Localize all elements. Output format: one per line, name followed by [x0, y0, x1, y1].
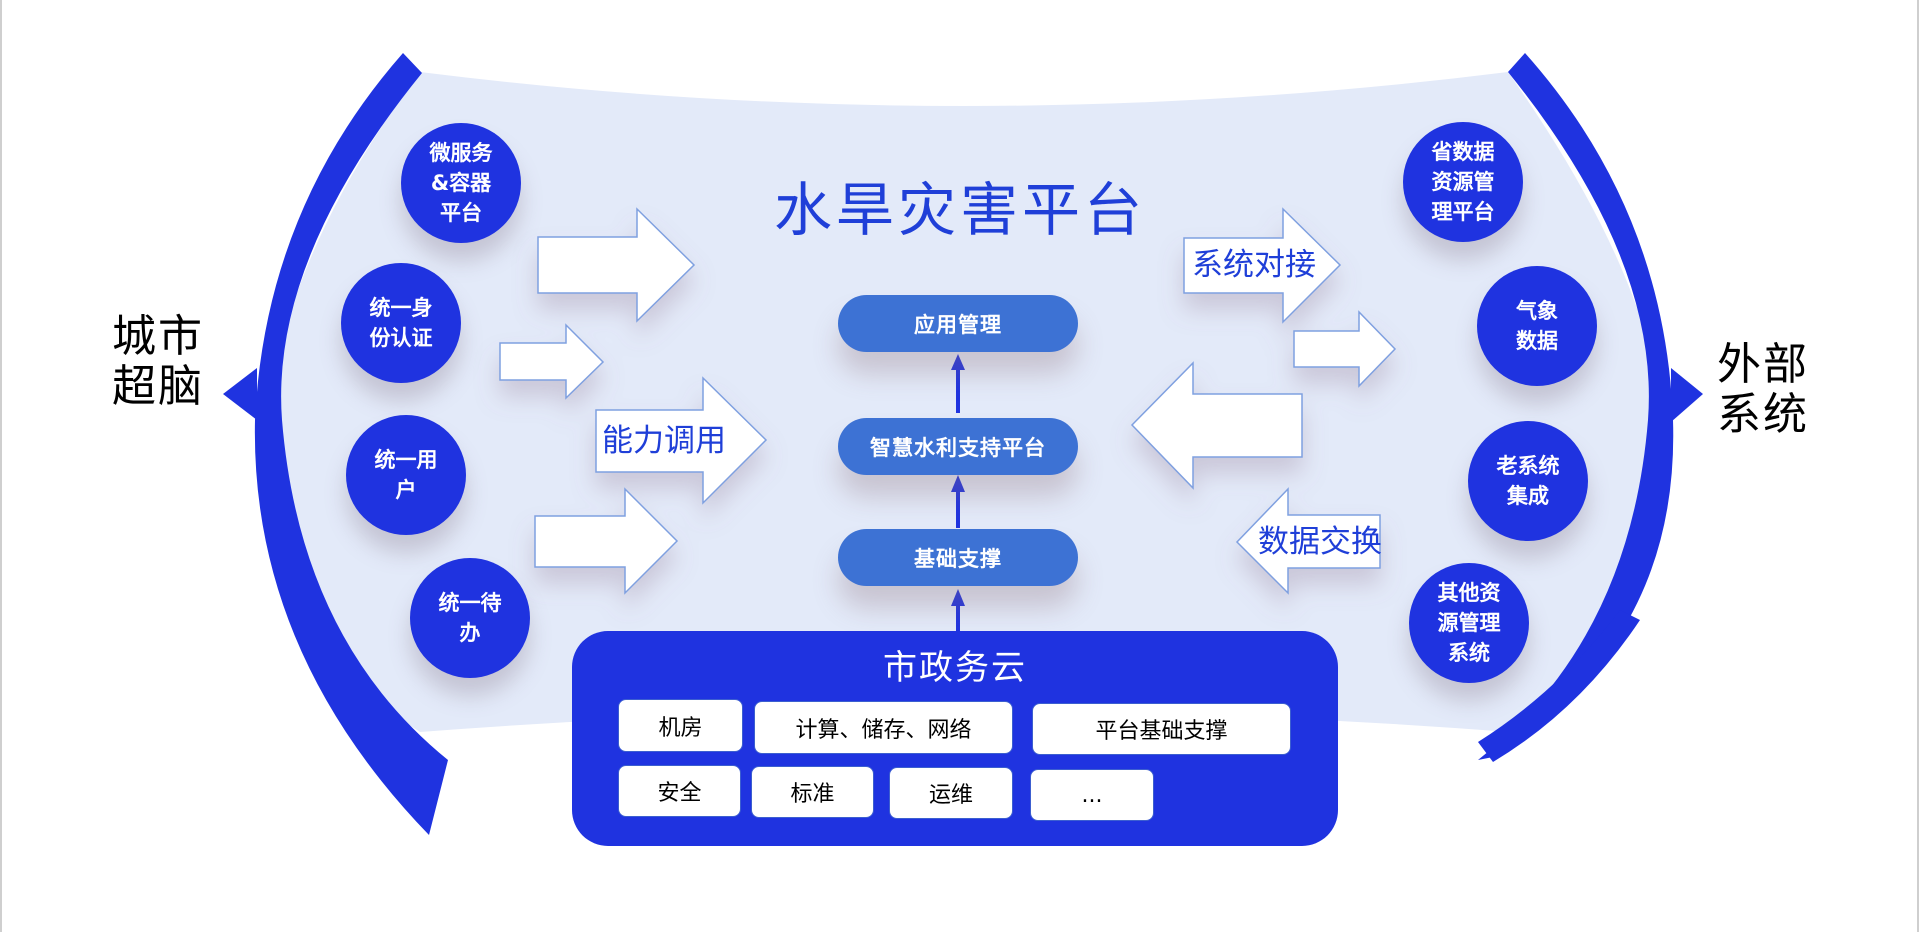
cell-server-room[interactable]: 机房	[618, 699, 743, 752]
node-legacy-integration[interactable]: 老系统 集成	[1468, 421, 1588, 541]
page-title: 水旱灾害平台	[773, 176, 1146, 244]
node-microservice-container[interactable]: 微服务 &容器 平台	[401, 123, 521, 243]
node-label: 统一用 户	[374, 448, 438, 502]
right-bracket-arc-tail	[1478, 610, 1640, 762]
stack-connectors	[951, 354, 965, 632]
pill-basic-support[interactable]: 基础支撑	[838, 529, 1078, 586]
gov-cloud-title: 市政务云	[883, 648, 1027, 688]
arrow-right-small	[1293, 310, 1397, 388]
node-unified-user[interactable]: 统一用 户	[346, 415, 466, 535]
node-unified-todo[interactable]: 统一待 办	[410, 558, 530, 678]
arrow-right-4	[534, 487, 679, 595]
label-capability-call: 能力调用	[600, 421, 728, 461]
node-label: 气象 数据	[1516, 299, 1558, 353]
node-provincial-data-platform[interactable]: 省数据 资源管 理平台	[1403, 122, 1523, 242]
connector-head-2	[951, 475, 965, 492]
connector-head-1	[951, 354, 965, 370]
node-label: 统一身 份认证	[369, 296, 433, 350]
arrow-right-2	[499, 323, 605, 400]
connector-head-3	[951, 589, 965, 606]
cell-security[interactable]: 安全	[618, 765, 741, 817]
arrow-data-exchange	[1235, 487, 1381, 595]
cell-more[interactable]: ...	[1030, 769, 1154, 821]
cell-platform-infrastructure[interactable]: 平台基础支撑	[1032, 703, 1291, 755]
label-data-exchange: 数据交换	[1258, 524, 1382, 560]
left-label-city-brain: 城市 超脑	[112, 311, 204, 412]
node-weather-data[interactable]: 气象 数据	[1477, 266, 1597, 386]
pill-smart-water-platform[interactable]: 智慧水利支持平台	[838, 418, 1078, 475]
node-label: 其他资 源管理 系统	[1437, 581, 1501, 665]
node-label: 老系统 集成	[1496, 454, 1560, 508]
left-bracket-notch	[223, 368, 257, 420]
node-label: 微服务 &容器 平台	[429, 141, 493, 225]
pill-label: 应用管理	[914, 312, 1002, 337]
arrow-right-1	[537, 207, 696, 323]
node-label: 省数据 资源管 理平台	[1431, 140, 1495, 224]
cell-compute-storage-network[interactable]: 计算、储存、网络	[754, 701, 1013, 754]
pill-label: 基础支撑	[914, 546, 1002, 571]
frame-right-border	[1917, 0, 1919, 932]
arrow-left-big	[1130, 361, 1303, 490]
right-bracket-notch	[1671, 368, 1703, 422]
right-bracket-arc	[1478, 53, 1674, 760]
pill-application-management[interactable]: 应用管理	[838, 295, 1078, 352]
left-bracket-arc	[254, 53, 448, 835]
cell-standards[interactable]: 标准	[751, 766, 874, 818]
node-unified-identity[interactable]: 统一身 份认证	[341, 263, 461, 383]
gov-cloud-panel: 市政务云 机房 计算、储存、网络 平台基础支撑 安全 标准 运维 ...	[572, 631, 1338, 846]
frame-left-border	[0, 0, 2, 932]
right-label-external-systems: 外部 系统	[1717, 339, 1809, 440]
node-label: 统一待 办	[438, 591, 502, 645]
pill-label: 智慧水利支持平台	[870, 435, 1046, 460]
cell-operations[interactable]: 运维	[889, 767, 1013, 819]
label-system-docking: 系统对接	[1190, 245, 1318, 285]
node-other-resource-system[interactable]: 其他资 源管理 系统	[1409, 563, 1529, 683]
